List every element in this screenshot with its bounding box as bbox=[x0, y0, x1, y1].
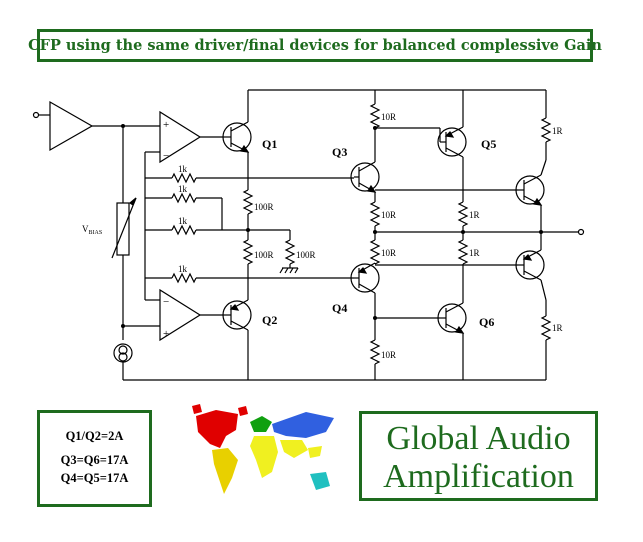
label-1k-a: 1k bbox=[178, 164, 188, 174]
output-terminal bbox=[577, 228, 585, 236]
resistor-1k-d bbox=[145, 272, 354, 284]
transistor-q1 bbox=[222, 121, 252, 153]
transistor-q6 bbox=[437, 302, 467, 334]
resistor-1k-b bbox=[145, 192, 223, 230]
transistor-q3 bbox=[350, 161, 380, 193]
label-1k-b: 1k bbox=[178, 184, 188, 194]
resistor-10r-b bbox=[369, 201, 381, 227]
title-text: CFP using the same driver/final devices … bbox=[28, 37, 602, 54]
label-10r-b: 10R bbox=[381, 210, 396, 220]
label-100r-a: 100R bbox=[254, 202, 274, 212]
opamp-upper: + − bbox=[159, 110, 224, 164]
current-source bbox=[113, 343, 133, 380]
transistor-q4 bbox=[350, 262, 380, 294]
resistor-10r-a bbox=[369, 103, 381, 129]
label-q1: Q1 bbox=[262, 137, 277, 151]
label-100r-b: 100R bbox=[254, 250, 274, 260]
svg-text:−: − bbox=[163, 296, 169, 308]
amplifier-schematic: + − − + bbox=[32, 89, 585, 381]
resistor-100r-upper bbox=[242, 189, 254, 240]
brand-line-1: Global Audio bbox=[386, 420, 571, 457]
resistor-1k-a bbox=[145, 172, 354, 184]
label-q2: Q2 bbox=[262, 313, 277, 327]
label-100r-c: 100R bbox=[296, 250, 316, 260]
label-1k-c: 1k bbox=[178, 216, 188, 226]
label-1k-d: 1k bbox=[178, 264, 188, 274]
transistor-q2 bbox=[222, 299, 252, 331]
label-1r-a: 1R bbox=[469, 210, 480, 220]
svg-text:+: + bbox=[163, 119, 169, 131]
brand-box: Global Audio Amplification bbox=[359, 411, 598, 501]
label-1r-b: 1R bbox=[469, 248, 480, 258]
label-q5: Q5 bbox=[481, 137, 496, 151]
svg-text:+: + bbox=[163, 328, 169, 340]
brand-line-2: Amplification bbox=[383, 458, 574, 495]
vbias-potentiometer bbox=[111, 197, 137, 259]
resistor-100r-ground bbox=[279, 230, 299, 274]
label-1r-d: 1R bbox=[552, 323, 563, 333]
transistor-output-upper bbox=[515, 174, 545, 206]
transistor-output-lower bbox=[515, 249, 545, 281]
resistor-100r-lower bbox=[242, 239, 254, 268]
resistor-1r-b bbox=[457, 239, 469, 265]
label-10r-c: 10R bbox=[381, 248, 396, 258]
rating-q1-q2: Q1/Q2=2A bbox=[65, 429, 124, 443]
rating-q3-q6: Q3=Q6=17A bbox=[60, 453, 129, 467]
input-buffer-amp bbox=[49, 100, 160, 152]
label-q3: Q3 bbox=[332, 145, 347, 159]
resistor-10r-c bbox=[369, 239, 381, 265]
svg-text:−: − bbox=[163, 150, 169, 162]
label-10r-a: 10R bbox=[381, 112, 396, 122]
opamp-lower: − + bbox=[159, 288, 224, 342]
world-map-logo bbox=[192, 404, 334, 494]
label-vbias: VBIAS bbox=[82, 224, 102, 236]
label-10r-d: 10R bbox=[381, 350, 396, 360]
device-ratings-box: Q1/Q2=2A Q3=Q6=17A Q4=Q5=17A bbox=[37, 410, 152, 507]
resistor-1r-c bbox=[540, 117, 552, 143]
resistor-1r-a bbox=[457, 201, 469, 227]
resistor-10r-d bbox=[369, 339, 381, 365]
label-q6: Q6 bbox=[479, 315, 494, 329]
rating-q4-q5: Q4=Q5=17A bbox=[60, 471, 129, 485]
resistor-1k-c bbox=[145, 224, 248, 236]
title-banner: CFP using the same driver/final devices … bbox=[28, 29, 602, 62]
resistor-1r-d bbox=[540, 315, 552, 341]
input-terminal bbox=[32, 111, 50, 119]
label-1r-c: 1R bbox=[552, 126, 563, 136]
label-q4: Q4 bbox=[332, 301, 347, 315]
transistor-q5 bbox=[437, 126, 467, 158]
